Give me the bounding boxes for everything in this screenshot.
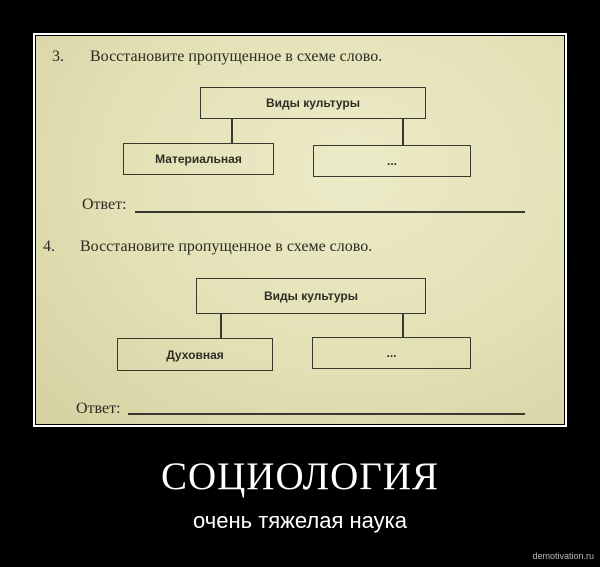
question-text: Восстановите пропущенное в схеме слово. <box>90 48 383 65</box>
connector-line <box>402 313 404 337</box>
poster-subtitle: очень тяжелая наука <box>193 508 407 533</box>
connector-line <box>402 118 404 145</box>
poster-title: СОЦИОЛОГИЯ <box>160 455 440 498</box>
answer-line <box>135 211 525 213</box>
diagram-left-box: Духовная <box>117 338 273 371</box>
textbook-photo: 3. Восстановите пропущенное в схеме слов… <box>36 36 564 424</box>
diagram-root-box: Виды культуры <box>200 87 426 119</box>
question-number: 3. <box>52 48 64 65</box>
connector-line <box>231 118 233 143</box>
diagram-right-box: ... <box>312 337 471 369</box>
photo-frame <box>33 33 567 427</box>
answer-label: Ответ: <box>82 196 127 213</box>
answer-line <box>128 413 525 415</box>
diagram-root-box: Виды культуры <box>196 278 426 314</box>
question-text: Восстановите пропущенное в схеме слово. <box>80 238 373 255</box>
answer-label: Ответ: <box>76 400 121 417</box>
diagram-right-box: ... <box>313 145 471 177</box>
connector-line <box>220 313 222 338</box>
question-number: 4. <box>43 238 55 255</box>
diagram-left-box: Материальная <box>123 143 274 175</box>
watermark: demotivation.ru <box>532 551 594 561</box>
